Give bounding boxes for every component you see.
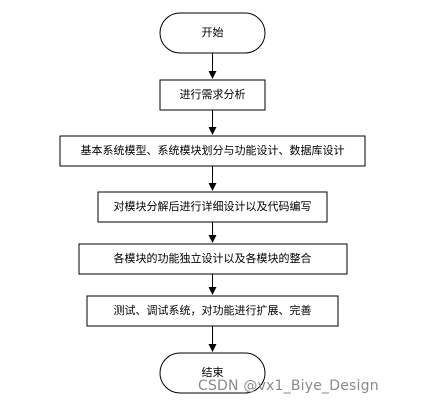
process-step-detailed-design (97, 191, 328, 223)
step-label: 测试、调试系统，对功能进行扩展、完善 (114, 303, 312, 317)
process-step-module-integration (78, 243, 348, 275)
process-step-requirements (159, 79, 266, 111)
process-step-testing (86, 295, 339, 327)
step-label: 进行需求分析 (180, 87, 246, 101)
step-label: 各模块的功能独立设计以及各模块的整合 (114, 251, 312, 265)
watermark: CSDN @vx1_Biye_Design (198, 378, 379, 394)
step-label: 基本系统模型、系统模块划分与功能设计、数据库设计 (81, 143, 345, 157)
start-label: 开始 (202, 25, 224, 39)
end-label: 结束 (202, 366, 224, 379)
step-label: 对模块分解后进行详细设计以及代码编写 (114, 199, 312, 213)
end-terminator (159, 352, 266, 394)
